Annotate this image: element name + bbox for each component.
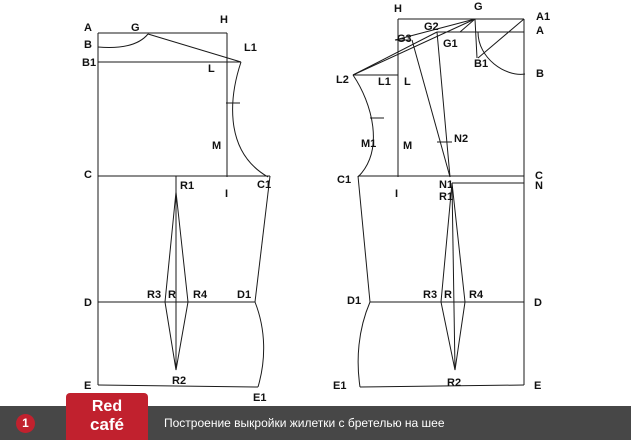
pattern-drafting-diagram: A G H B L1 B1 L M C R1 I C1 R3 R R4 D D1… [82, 1, 550, 404]
point-label-c1-right: C1 [337, 174, 351, 186]
point-label-m1: M1 [361, 138, 376, 150]
point-label-i-right: I [395, 188, 398, 200]
shoulder-line-g2-l2 [352, 31, 438, 76]
figure-number-badge: 1 [16, 414, 35, 433]
neckline-g1-b [477, 31, 526, 75]
line-g-b1 [474, 18, 478, 59]
point-label-r: R [168, 289, 176, 301]
point-label-r4: R4 [193, 289, 208, 301]
strap-line-g2-n1 [436, 31, 451, 178]
point-label-m: M [212, 140, 221, 152]
point-label-r1-right: R1 [439, 191, 453, 203]
point-label-r2-right: R2 [447, 377, 461, 389]
line-a1-b1 [477, 18, 525, 59]
line-g-g3 [394, 18, 476, 41]
point-label-e: E [84, 380, 91, 392]
point-label-g3: G3 [397, 33, 412, 45]
point-label-r4-right: R4 [469, 289, 484, 301]
point-label-d: D [84, 297, 92, 309]
point-label-h-right: H [394, 3, 402, 15]
shoulder-line-g-l1 [147, 33, 242, 63]
point-label-b: B [84, 39, 92, 51]
point-label-r-right: R [444, 289, 452, 301]
point-label-n1: N1 [439, 179, 453, 191]
strap-line-g3-n1 [411, 39, 451, 178]
point-label-g-right: G [474, 1, 483, 13]
side-seam-d1-e1-right [357, 301, 371, 388]
point-label-e1: E1 [253, 392, 266, 404]
point-label-l1-right: L1 [378, 76, 391, 88]
point-label-d-right: D [534, 297, 542, 309]
point-label-g1: G1 [443, 38, 458, 50]
line-e-e1 [97, 384, 259, 388]
line-g-g2 [459, 18, 476, 33]
point-label-c: C [84, 169, 92, 181]
point-label-e1-right: E1 [333, 380, 346, 392]
line-e1-e [359, 384, 525, 388]
point-label-b-right: B [536, 68, 544, 80]
left-pattern-piece: A G H B L1 B1 L M C R1 I C1 R3 R R4 D D1… [82, 14, 271, 404]
point-label-m-right: M [403, 140, 412, 152]
point-label-d1: D1 [237, 289, 251, 301]
point-label-l2: L2 [336, 74, 349, 86]
logo-text-cafe: café [89, 415, 125, 434]
point-label-d1-right: D1 [347, 295, 361, 307]
point-label-r2: R2 [172, 375, 186, 387]
point-label-n2: N2 [454, 133, 468, 145]
point-label-h: H [220, 14, 228, 26]
point-label-g: G [131, 22, 140, 34]
point-label-c1: C1 [257, 179, 271, 191]
right-pattern-piece: H G A1 G2 A G3 G1 B1 B L2 L1 L M1 M N2 C… [333, 1, 550, 392]
side-seam-d1-e1 [254, 301, 265, 388]
point-label-l-right: L [404, 76, 411, 88]
point-label-c-right: C [535, 170, 543, 182]
point-label-a-right: A [536, 25, 544, 37]
point-label-i: I [225, 188, 228, 200]
armhole-l1-c1 [232, 61, 269, 178]
logo-text-red: Red [91, 398, 123, 415]
dart-axis-right [451, 182, 456, 371]
point-label-g2: G2 [424, 21, 439, 33]
side-seam-c1-d1 [254, 175, 271, 303]
neckline-b-g [97, 33, 149, 48]
point-label-l: L [208, 63, 215, 75]
point-label-a1: A1 [536, 11, 550, 23]
armhole-l2-c1 [352, 74, 374, 178]
point-label-a: A [84, 22, 92, 34]
point-label-r3-right: R3 [423, 289, 437, 301]
point-label-b1-right: B1 [474, 58, 488, 70]
point-label-b1: B1 [82, 57, 96, 69]
point-label-l1: L1 [244, 42, 257, 54]
point-label-e-right: E [534, 380, 541, 392]
side-seam-c1-d1-right [357, 175, 371, 303]
point-label-r3: R3 [147, 289, 161, 301]
figure-caption: Построение выкройки жилетки с бретелью н… [164, 416, 445, 430]
redcafe-logo: Red café [66, 393, 148, 440]
caption-bar: 1 Red café Построение выкройки жилетки с… [0, 393, 631, 440]
point-label-r1: R1 [180, 180, 194, 192]
point-label-n: N [535, 180, 543, 192]
